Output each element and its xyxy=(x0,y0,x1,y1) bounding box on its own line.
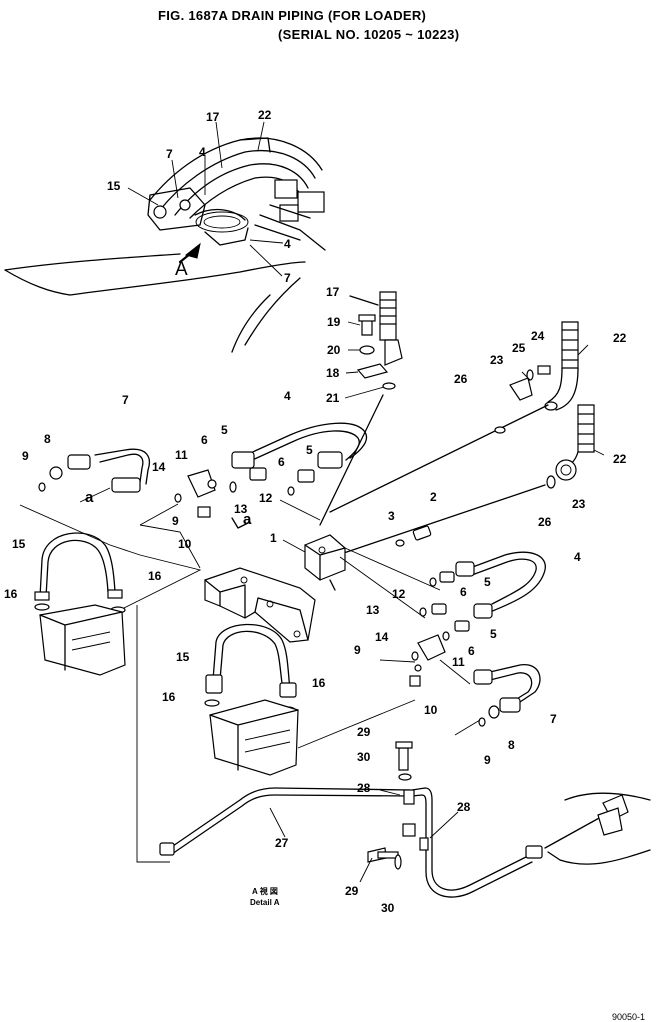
callout-5: 5 xyxy=(306,443,313,457)
callout-27: 27 xyxy=(275,836,289,850)
figure-title: FIG. 1687A DRAIN PIPING (FOR LOADER) xyxy=(158,8,427,23)
block-manifold xyxy=(282,525,441,619)
callout-30: 30 xyxy=(381,901,395,915)
callout-8: 8 xyxy=(44,432,51,446)
view-a-marker: a xyxy=(85,489,94,506)
callout-4: 4 xyxy=(284,237,291,251)
callout-18: 18 xyxy=(326,366,340,380)
callout-7: 7 xyxy=(284,271,291,285)
callout-17: 17 xyxy=(206,110,220,124)
callout-15: 15 xyxy=(176,650,190,664)
callout-23: 23 xyxy=(572,497,586,511)
callout-11: 11 xyxy=(452,655,465,669)
callout-19: 19 xyxy=(327,315,341,329)
callout-17: 17 xyxy=(326,285,340,299)
callout-29: 29 xyxy=(357,725,371,739)
valve-center xyxy=(204,623,416,776)
callout-10: 10 xyxy=(178,537,192,551)
callout-23: 23 xyxy=(490,353,504,367)
callout-9: 9 xyxy=(22,449,29,463)
detail-caption-jp: A 視 図 xyxy=(252,887,278,896)
callout-22: 22 xyxy=(258,108,272,122)
callout-21: 21 xyxy=(326,391,340,405)
callout-16: 16 xyxy=(4,587,18,601)
callout-12: 12 xyxy=(392,587,406,601)
callout-7: 7 xyxy=(550,712,557,726)
callout-22: 22 xyxy=(613,452,627,466)
callout-26: 26 xyxy=(454,372,468,386)
callout-25: 25 xyxy=(512,341,526,355)
callout-16: 16 xyxy=(148,569,162,583)
callout-14: 14 xyxy=(375,630,389,644)
serial-range: (SERIAL NO. 10205 ~ 10223) xyxy=(278,27,460,42)
callout-15: 15 xyxy=(107,179,121,193)
callout-7: 7 xyxy=(166,147,173,161)
callout-30: 30 xyxy=(357,750,371,764)
view-arrow-label: A xyxy=(175,259,188,280)
callout-3: 3 xyxy=(388,509,395,523)
view-a-marker: a xyxy=(243,511,252,528)
callout-20: 20 xyxy=(327,343,341,357)
callout-14: 14 xyxy=(152,460,166,474)
callout-24: 24 xyxy=(531,329,545,343)
callout-28: 28 xyxy=(457,800,471,814)
hose-17-assembly xyxy=(319,291,403,526)
callout-6: 6 xyxy=(460,585,467,599)
drain-pipe-27 xyxy=(136,605,651,898)
callout-10: 10 xyxy=(424,703,438,717)
callout-13: 13 xyxy=(366,603,380,617)
callout-6: 6 xyxy=(278,455,285,469)
hose-7-upper xyxy=(19,448,202,611)
callout-9: 9 xyxy=(354,643,361,657)
page-code: 90050-1 xyxy=(612,1012,646,1022)
callout-16: 16 xyxy=(312,676,326,690)
hose-7-lower xyxy=(379,659,541,736)
callout-5: 5 xyxy=(490,627,497,641)
callout-22: 22 xyxy=(613,331,627,345)
callout-29: 29 xyxy=(345,884,359,898)
callout-6: 6 xyxy=(468,644,475,658)
callout-4: 4 xyxy=(574,550,581,564)
callout-9: 9 xyxy=(172,514,179,528)
hose-22-assembly xyxy=(329,321,605,558)
callout-9: 9 xyxy=(484,753,491,767)
overview-sketch xyxy=(4,121,326,353)
callout-26: 26 xyxy=(538,515,552,529)
callout-2: 2 xyxy=(430,490,437,504)
support-bracket xyxy=(204,567,316,643)
callout-5: 5 xyxy=(484,575,491,589)
callout-16: 16 xyxy=(162,690,176,704)
callout-13: 13 xyxy=(234,502,248,516)
valve-left xyxy=(34,532,126,676)
callout-5: 5 xyxy=(221,423,228,437)
callout-12: 12 xyxy=(259,491,273,505)
callout-8: 8 xyxy=(508,738,515,752)
callout-1: 1 xyxy=(270,531,277,545)
detail-caption: Detail A xyxy=(250,898,280,907)
callout-6: 6 xyxy=(201,433,208,447)
callout-15: 15 xyxy=(12,537,26,551)
callout-7: 7 xyxy=(122,393,129,407)
callout-4: 4 xyxy=(284,389,291,403)
callout-4: 4 xyxy=(199,145,206,159)
callout-28: 28 xyxy=(357,781,371,795)
callout-11: 11 xyxy=(175,448,188,462)
hose-4-lower xyxy=(409,551,546,687)
hose-4-upper xyxy=(139,422,368,569)
